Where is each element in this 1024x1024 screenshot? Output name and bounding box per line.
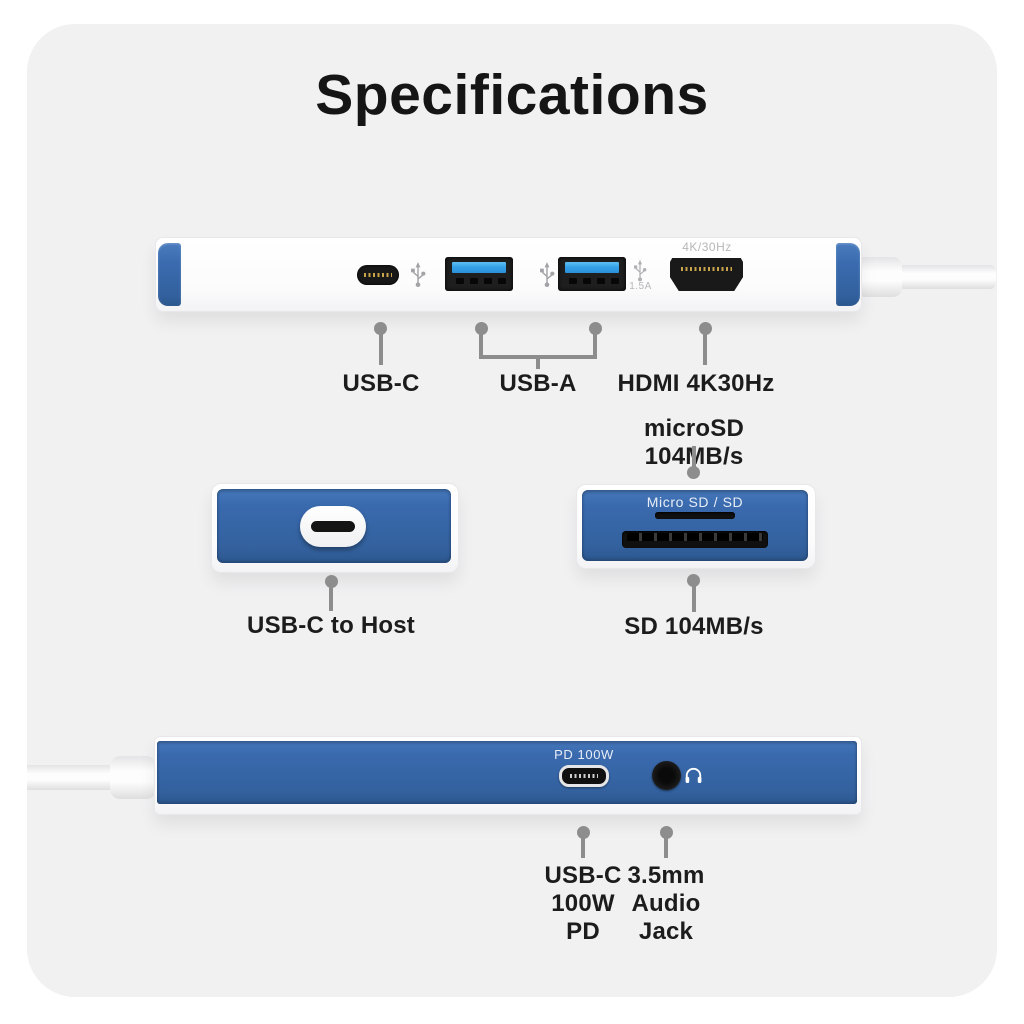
hdmi-port <box>670 258 743 291</box>
usb-a-port-2 <box>558 257 626 291</box>
audio-jack-port <box>652 761 681 790</box>
callout-dot-audio <box>660 826 673 839</box>
callout-line-microsd <box>692 446 696 470</box>
page-title: Specifications <box>315 63 709 127</box>
usb-a-notch <box>597 278 605 284</box>
audio-callout-line-2: Audio <box>631 890 701 917</box>
audio-callout-line-1: 3.5mm <box>627 862 705 889</box>
callout-line-sd <box>692 586 696 612</box>
host-cable-right <box>895 265 996 289</box>
host-callout-label: USB-C to Host <box>247 612 415 639</box>
usb-a-notch <box>611 278 619 284</box>
host-connector-blue-face <box>217 489 451 563</box>
hub-left-end-cap <box>158 243 181 306</box>
usb-a-tongue <box>565 262 619 273</box>
callout-stem-usb-a <box>536 357 540 369</box>
usb-a-notch <box>498 278 506 284</box>
callout-dot-usb-a-left <box>475 322 488 335</box>
usb-trident-icon <box>634 259 647 282</box>
usb-c-pd-pins <box>570 774 598 778</box>
callout-dot-hdmi <box>699 322 712 335</box>
usb-c-pd-port <box>559 765 609 787</box>
callout-dot-microsd <box>687 466 700 479</box>
callout-line-usb-a-left <box>479 333 483 359</box>
usb-c-connector-tip <box>300 506 366 547</box>
callout-line-pd <box>581 837 585 858</box>
audio-callout-line-3: Jack <box>638 918 694 945</box>
hub-back-blue-face: PD 100W <box>157 741 857 804</box>
background-card <box>27 24 997 997</box>
sd-slot <box>622 531 768 548</box>
host-cable-left <box>27 765 118 790</box>
callout-dot-host <box>325 575 338 588</box>
callout-line-host <box>329 587 333 611</box>
hdmi-pins <box>681 267 732 271</box>
card-slot-label: Micro SD / SD <box>646 494 744 510</box>
callout-line-usb-c <box>379 333 383 365</box>
callout-line-audio <box>664 837 668 858</box>
audio-callout-label: 3.5mm Audio Jack <box>606 862 726 946</box>
usb-a-notch <box>456 278 464 284</box>
usb-a-notch <box>470 278 478 284</box>
usb-current-label: 1.5A <box>629 281 652 292</box>
headphones-icon <box>685 767 702 784</box>
usb-a-notch <box>569 278 577 284</box>
pd-callout-line-2: 100W <box>551 890 615 917</box>
microsd-slot <box>655 512 735 519</box>
usb-a-callout-label: USB-A <box>499 370 577 397</box>
callout-dot-usb-a-right <box>589 322 602 335</box>
pd-port-label: PD 100W <box>554 747 614 762</box>
hdmi-mode-label: 4K/30Hz <box>682 240 732 254</box>
card-reader-blue-face: Micro SD / SD <box>582 490 808 561</box>
callout-dot-sd <box>687 574 700 587</box>
usb-a-notch <box>484 278 492 284</box>
usb-c-pins <box>364 273 392 277</box>
sd-slot-teeth <box>627 533 763 541</box>
pd-callout-line-1: USB-C <box>544 862 622 889</box>
callout-dot-pd <box>577 826 590 839</box>
pd-callout-label: USB-C 100W PD <box>523 862 643 946</box>
usb-trident-icon <box>411 262 426 288</box>
usb-c-data-port <box>357 265 399 285</box>
hdmi-callout-label: HDMI 4K30Hz <box>617 370 775 397</box>
usb-a-notch <box>583 278 591 284</box>
usb-a-port-1 <box>445 257 513 291</box>
pd-callout-line-3: PD <box>566 918 600 945</box>
hub-right-end-cap <box>836 243 860 306</box>
callout-line-hdmi <box>703 333 707 365</box>
callout-line-usb-a-right <box>593 333 597 359</box>
usb-c-callout-label: USB-C <box>342 370 420 397</box>
usb-c-connector-slot <box>311 521 355 532</box>
usb-trident-icon <box>540 262 555 288</box>
callout-dot-usb-c <box>374 322 387 335</box>
sd-callout-label: SD 104MB/s <box>624 613 764 640</box>
cable-strain-relief-bottom <box>110 756 156 799</box>
cable-strain-relief-top <box>856 257 902 297</box>
usb-a-tongue <box>452 262 506 273</box>
